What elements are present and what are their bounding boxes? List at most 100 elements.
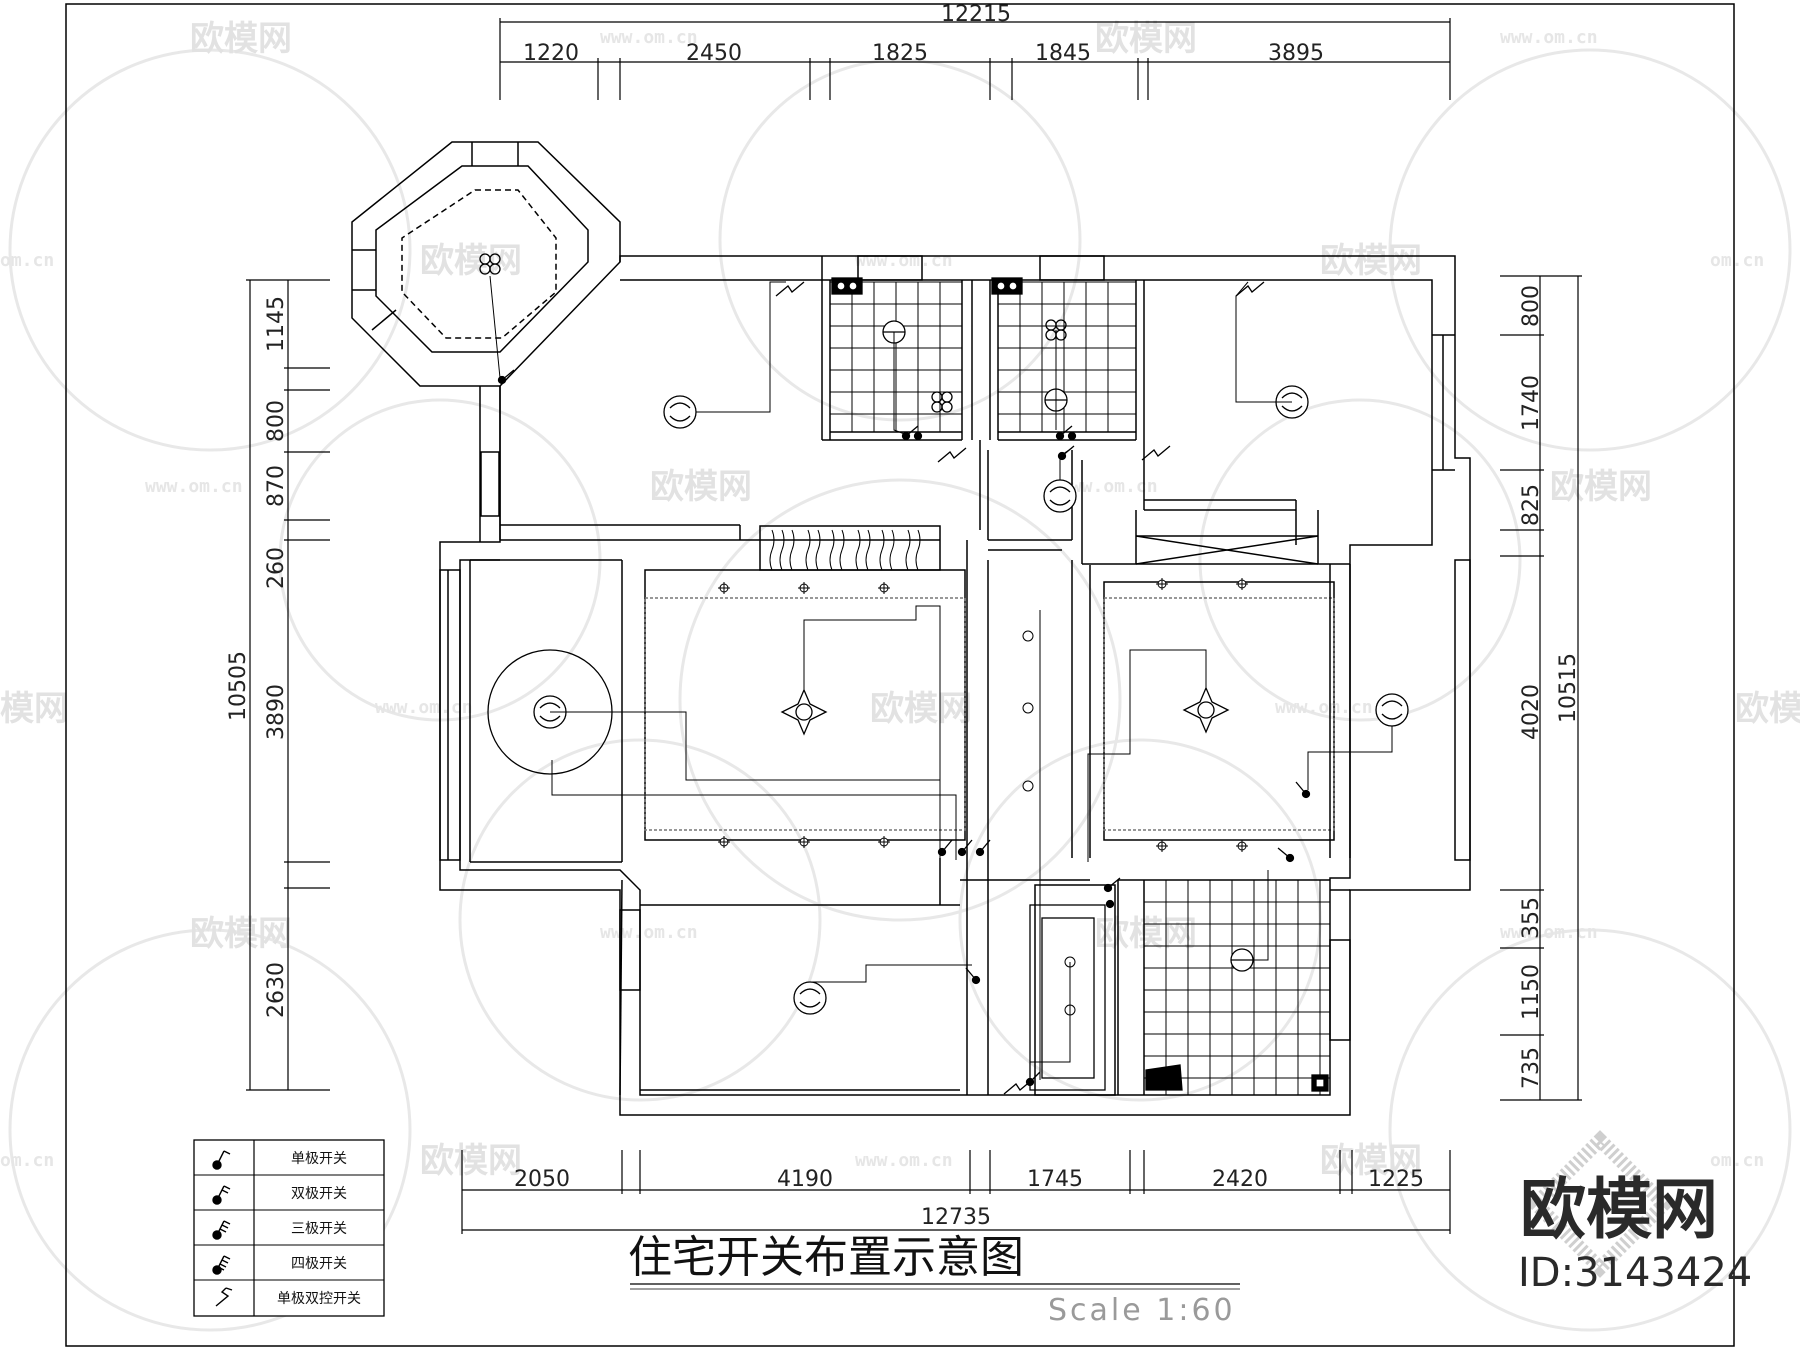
watermark-url: www.om.cn bbox=[855, 250, 953, 271]
dim-left-total: 10505 bbox=[226, 651, 251, 721]
dimension-labels: 12215 1220 2450 1825 1845 3895 12735 205… bbox=[226, 2, 1581, 1230]
downlight-icon bbox=[798, 836, 810, 848]
dim-bottom-1: 2050 bbox=[514, 1167, 570, 1192]
switches bbox=[497, 281, 1311, 1095]
single-pole-switch-icon bbox=[497, 369, 515, 385]
watermark-url: www.om.cn bbox=[1500, 27, 1598, 48]
triple-pole-switch-icon bbox=[1057, 445, 1075, 461]
octagon-ceiling bbox=[401, 189, 557, 339]
dim-bottom-5: 1225 bbox=[1368, 1167, 1424, 1192]
watermark-text: 欧模网 bbox=[190, 914, 292, 954]
dim-right-1: 800 bbox=[1519, 285, 1544, 327]
exterior-wall-outer bbox=[439, 255, 1471, 1116]
dim-right-6: 1150 bbox=[1519, 964, 1544, 1020]
downlight-icon bbox=[1236, 840, 1248, 852]
dim-left-3: 870 bbox=[264, 465, 289, 507]
dim-right-3: 825 bbox=[1519, 484, 1544, 526]
dim-top-3: 1825 bbox=[872, 41, 928, 66]
downlight-icon bbox=[798, 582, 810, 594]
downlight-icon bbox=[1022, 702, 1034, 714]
watermark-url: www.om.cn bbox=[375, 697, 473, 718]
double-pole-switch-icon bbox=[1025, 1071, 1041, 1087]
watermark-text: 欧模网 bbox=[1095, 914, 1197, 954]
legend-label: 四极开关 bbox=[291, 1256, 347, 1272]
dim-right-7: 735 bbox=[1519, 1047, 1544, 1089]
watermark-url: www.om.cn bbox=[1500, 922, 1598, 943]
watermark-url: www.om.cn bbox=[145, 476, 243, 497]
downlight-icon bbox=[878, 836, 890, 848]
dim-top-2: 2450 bbox=[686, 41, 742, 66]
dim-top-4: 1845 bbox=[1035, 41, 1091, 66]
watermark-text: 欧模网 bbox=[1095, 19, 1197, 59]
legend-label: 三极开关 bbox=[291, 1221, 347, 1237]
ceiling-light-icon bbox=[1375, 693, 1409, 727]
double-pole-switch-icon bbox=[1103, 877, 1121, 909]
dim-top-1: 1220 bbox=[523, 41, 579, 66]
watermark-url: www.om.cn bbox=[855, 1150, 953, 1171]
double-pole-switch-icon bbox=[212, 1185, 231, 1205]
dim-left-5: 3890 bbox=[264, 684, 289, 740]
watermark-text: 欧模网 bbox=[1320, 1141, 1422, 1181]
triple-pole-switch-icon bbox=[212, 1220, 231, 1240]
dim-bottom-3: 1745 bbox=[1027, 1167, 1083, 1192]
double-pole-switch-icon bbox=[901, 425, 923, 441]
dim-left-2: 800 bbox=[264, 400, 289, 442]
drawing-frame bbox=[65, 3, 1735, 1347]
downlight-icon bbox=[1156, 840, 1168, 852]
downlight-icon bbox=[1156, 578, 1168, 590]
ceiling-light-icon bbox=[663, 395, 697, 429]
two-way-switch-icon bbox=[937, 447, 967, 463]
downlight-icon bbox=[1022, 630, 1034, 642]
legend: 单极开关 双极开关 三极开关 四极开关 单极双控开关 bbox=[193, 1139, 385, 1317]
chandelier-icon bbox=[1182, 686, 1230, 734]
fan-light-icon bbox=[931, 391, 953, 413]
watermark-url: om.cn bbox=[0, 1150, 54, 1171]
two-way-switch-icon bbox=[1003, 1079, 1033, 1095]
watermark-text: 欧模网 bbox=[1735, 689, 1800, 729]
two-way-switch-icon bbox=[1141, 445, 1171, 461]
legend-label: 双极开关 bbox=[291, 1186, 347, 1202]
dim-bottom-total: 12735 bbox=[921, 1205, 991, 1230]
single-pole-switch-icon bbox=[1277, 847, 1295, 863]
quad-pole-switch-icon bbox=[212, 1255, 231, 1275]
dim-bottom-2: 4190 bbox=[777, 1167, 833, 1192]
fixtures bbox=[487, 277, 1329, 1092]
dim-right-2: 1740 bbox=[1519, 375, 1544, 431]
dim-left-6: 2630 bbox=[264, 962, 289, 1018]
double-pole-switch-icon bbox=[1055, 425, 1077, 441]
watermark-text: 欧模网 bbox=[420, 1141, 522, 1181]
dim-top-5: 3895 bbox=[1268, 41, 1324, 66]
dimension-lines bbox=[246, 18, 1582, 1234]
watermark-text: 欧模网 bbox=[1320, 241, 1422, 281]
watermark-url: om.cn bbox=[1710, 250, 1764, 271]
octagon-bay-inner bbox=[375, 165, 589, 353]
downlight-icon bbox=[1022, 780, 1034, 792]
legend-label: 单极双控开关 bbox=[277, 1291, 361, 1307]
brand-id: ID:3143424 bbox=[1518, 1250, 1752, 1296]
watermark-text: 欧模网 bbox=[420, 241, 522, 281]
watermark-url: www.om.cn bbox=[1060, 476, 1158, 497]
switch-wiring bbox=[489, 275, 1393, 1080]
dim-right-4: 4020 bbox=[1519, 684, 1544, 740]
chandelier-icon bbox=[780, 688, 828, 736]
downlight-icon bbox=[718, 836, 730, 848]
two-way-switch-icon bbox=[215, 1287, 233, 1307]
dim-left-1: 1145 bbox=[264, 296, 289, 352]
fan-light-icon bbox=[479, 253, 501, 275]
ceiling-lights bbox=[479, 253, 1409, 1015]
single-pole-switch-icon bbox=[212, 1150, 231, 1170]
ceiling-light-icon bbox=[1043, 479, 1077, 513]
dim-right-total: 10515 bbox=[1556, 653, 1581, 723]
drawing-title: 住宅开关布置示意图 bbox=[628, 1232, 1024, 1283]
scale-label: Scale 1:60 bbox=[1048, 1293, 1236, 1328]
brand-logo: 欧模网 ID:3143424 bbox=[1518, 1130, 1752, 1296]
two-way-switch-icon bbox=[775, 281, 805, 297]
legend-label: 单极开关 bbox=[291, 1151, 347, 1167]
dim-top-total: 12215 bbox=[941, 2, 1011, 27]
watermark-url: om.cn bbox=[0, 250, 54, 271]
quad-pole-switch-icon bbox=[937, 839, 991, 857]
watermark-url: www.om.cn bbox=[600, 27, 698, 48]
downlight-icon bbox=[878, 582, 890, 594]
watermark-url: www.om.cn bbox=[600, 922, 698, 943]
